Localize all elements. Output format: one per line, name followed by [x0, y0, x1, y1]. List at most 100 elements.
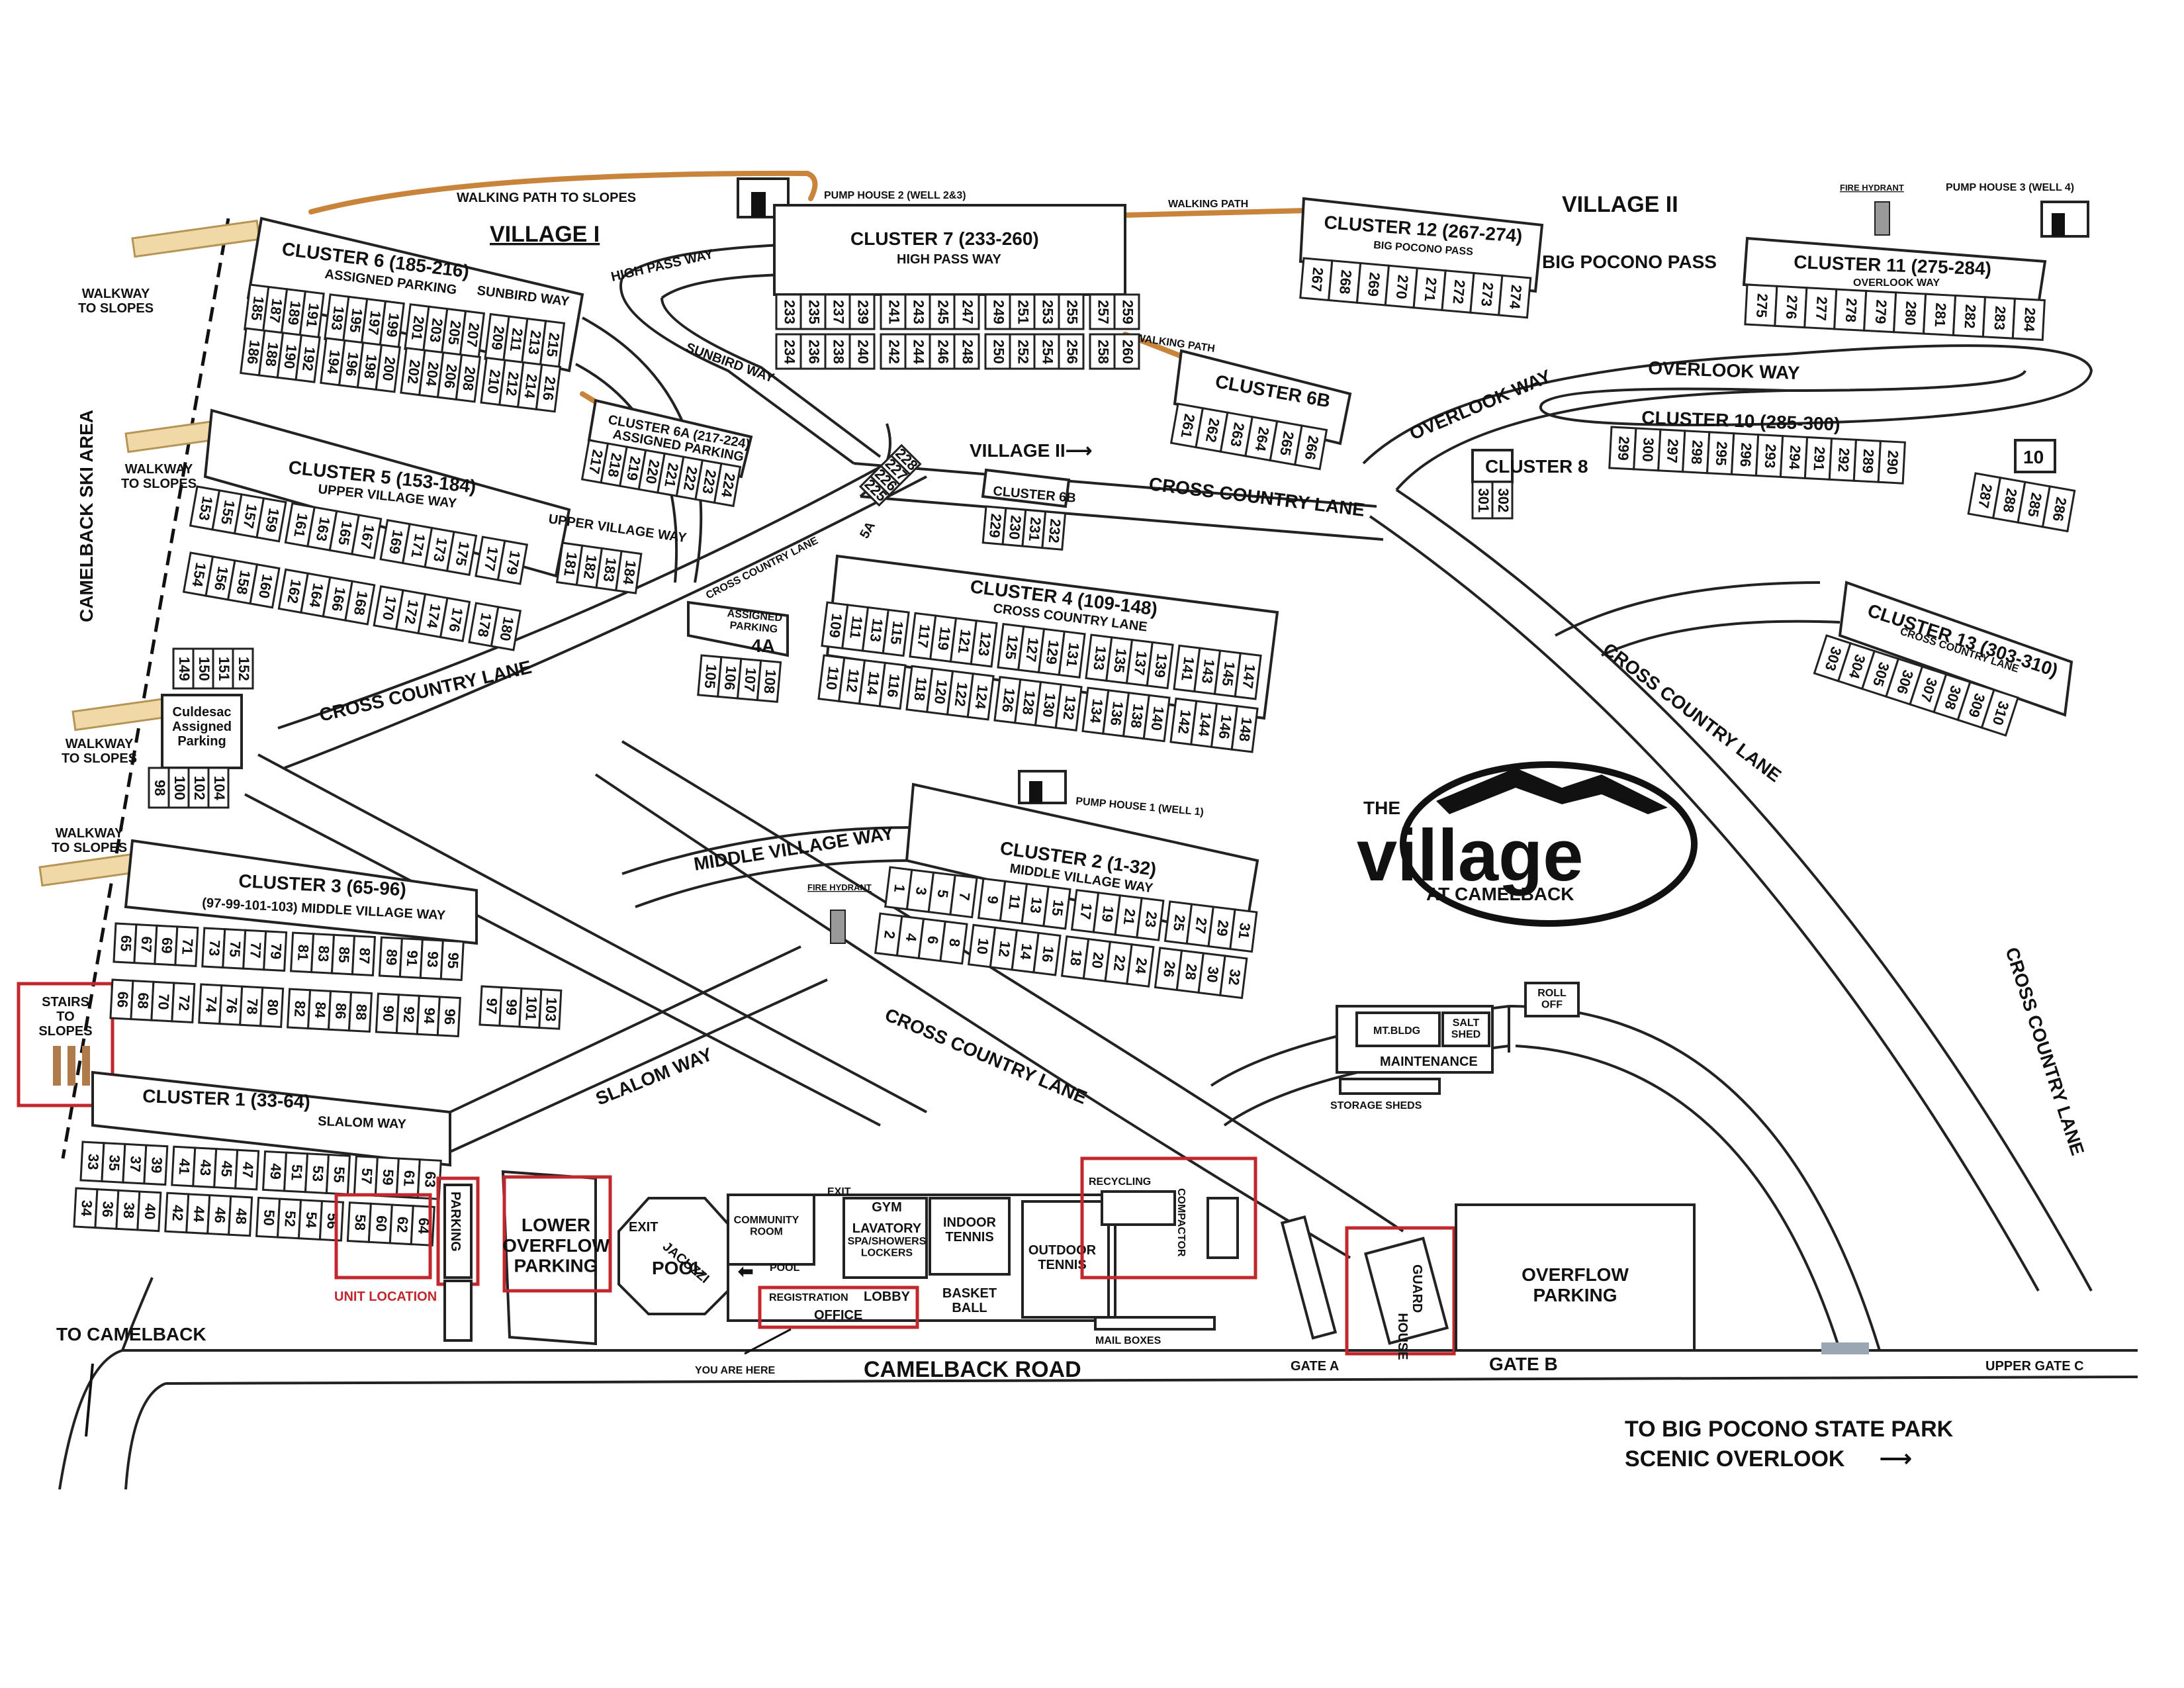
unit-number: 74	[203, 996, 220, 1013]
gym-label: GYM	[872, 1200, 902, 1215]
unit-box	[1142, 694, 1171, 743]
unit-number: 109	[826, 612, 845, 638]
unit-box	[889, 444, 922, 476]
unit-number: 50	[260, 1209, 277, 1227]
unit-box	[351, 514, 383, 559]
pool-label: POOL	[652, 1258, 704, 1278]
unit-number: 103	[542, 997, 560, 1022]
unit-box	[439, 939, 465, 982]
unit-box	[255, 496, 287, 543]
unit-number: 145	[1219, 661, 1238, 686]
mail-boxes-label: MAIL BOXES	[1095, 1335, 1161, 1346]
office-highlight	[758, 1286, 919, 1329]
unit-number: 267	[1308, 267, 1326, 293]
unit-number: 119	[934, 626, 954, 651]
unit-box	[848, 333, 876, 370]
unit-box	[1136, 897, 1165, 941]
unit-number: 216	[539, 375, 559, 401]
unit-number: 116	[884, 673, 903, 698]
unit-number: 91	[404, 950, 421, 967]
unit-number: 14	[1017, 943, 1036, 961]
unit-number: 146	[1216, 714, 1235, 739]
unit-number: 301	[1475, 489, 1492, 513]
unit-number: 294	[1786, 445, 1803, 471]
unit-box	[1058, 293, 1085, 330]
unit-number: 290	[1884, 450, 1901, 475]
unit-number: 181	[561, 551, 580, 577]
unit-box	[172, 647, 195, 690]
unit-number: 275	[1753, 293, 1771, 318]
unit-box	[1058, 630, 1086, 679]
pump-house-3-label: PUMP HOUSE 3 (WELL 4)	[1946, 182, 2074, 193]
unit-number: 131	[1063, 641, 1082, 667]
unit-number: 79	[267, 943, 285, 960]
unit-number: 72	[175, 994, 193, 1011]
to-big-pocono-1-label: TO BIG POCONO STATE PARK	[1625, 1417, 1954, 1442]
you-are-here-label: YOU ARE HERE	[695, 1365, 776, 1376]
unit-box	[1491, 481, 1514, 520]
unit-box	[295, 334, 321, 383]
cross-country-upper-b	[284, 475, 927, 769]
unit-number: 30	[1204, 965, 1222, 983]
unit-box	[143, 1144, 169, 1186]
unit-number: 234	[782, 340, 798, 364]
fire-hydrant-2-label: FIRE HYDRANT	[807, 882, 872, 892]
slalom-way-b	[449, 978, 828, 1153]
unit-number: 13	[1027, 896, 1046, 914]
gate-b-label: GATE B	[1489, 1354, 1558, 1374]
cross-country-upper-a	[277, 462, 887, 729]
unit-number: 15	[1048, 899, 1067, 917]
unit-number: 300	[1639, 437, 1657, 462]
unit-number: 67	[138, 936, 155, 953]
unit-box	[1054, 683, 1083, 731]
to-camelback-label: TO CAMELBACK	[56, 1324, 206, 1344]
unit-number: 58	[351, 1214, 369, 1231]
unit-number: 134	[1087, 698, 1106, 724]
cluster-7-sub: HIGH PASS WAY	[897, 252, 1001, 267]
unit-box	[1113, 293, 1140, 330]
compactor-bin	[1206, 1197, 1239, 1259]
unit-box	[375, 344, 401, 393]
unit-number: 231	[1026, 516, 1044, 542]
unit-number: 292	[1835, 447, 1852, 473]
unit-number: 108	[760, 669, 779, 694]
cluster-13-building	[1838, 581, 2073, 717]
gym-lavatory	[842, 1197, 928, 1279]
unit-box	[1113, 333, 1140, 370]
unit-box	[1009, 293, 1036, 330]
unit-number: 56	[324, 1213, 341, 1230]
road-left-edge-2	[124, 1382, 166, 1490]
unit-box	[1058, 333, 1085, 370]
logo-at: AT CAMELBACK	[1426, 884, 1574, 904]
unit-box	[228, 1195, 253, 1237]
unit-number: 23	[1142, 910, 1160, 928]
unit-number: 248	[960, 340, 976, 364]
unit-number: 45	[218, 1160, 236, 1178]
unit-number: 12	[995, 940, 1014, 958]
unit-number: 80	[264, 999, 281, 1016]
unit-number: 93	[424, 951, 441, 968]
maintenance-road-east-b	[1515, 1045, 1841, 1351]
unit-number: 60	[373, 1215, 390, 1233]
unit-number: 241	[886, 300, 903, 324]
unit-number: 143	[1199, 659, 1218, 684]
unit-number: 296	[1737, 442, 1755, 467]
unit-number: 117	[914, 624, 933, 649]
salt-shed	[1441, 1011, 1490, 1047]
unit-number: 277	[1813, 296, 1831, 321]
unit-box	[234, 1149, 260, 1191]
unit-number: 114	[864, 671, 883, 696]
unit-box	[263, 930, 288, 972]
assigned-parking-4a-label: ASSIGNEDPARKING	[725, 608, 782, 635]
unit-number: 9	[984, 895, 1001, 905]
cross-country-left-a	[257, 753, 927, 1113]
